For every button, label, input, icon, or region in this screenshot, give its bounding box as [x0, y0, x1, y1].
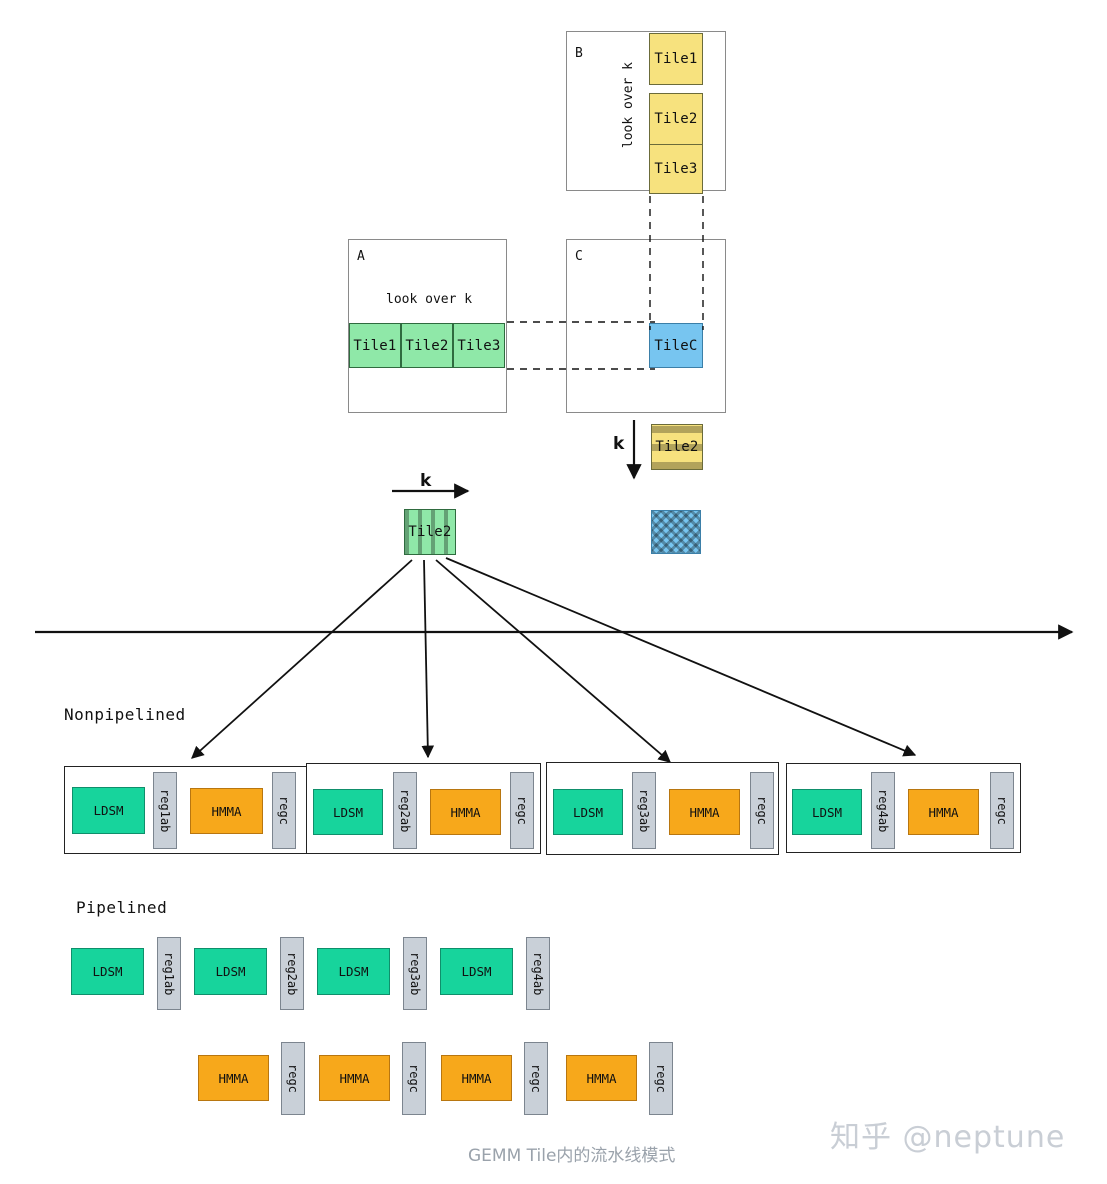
focus-tile-b: Tile2 — [651, 424, 703, 470]
pipelined-ldsm-3: LDSM — [317, 948, 390, 995]
pipelined-regab-1: reg1ab — [157, 937, 181, 1010]
pipelined-regab-2: reg2ab — [280, 937, 304, 1010]
nonpipelined-hmma-2: HMMA — [430, 789, 501, 835]
nonpipelined-regab-1: reg1ab — [153, 772, 177, 849]
nonpipelined-regab-4-label: reg4ab — [876, 788, 890, 833]
pipelined-hmma-3: HMMA — [441, 1055, 512, 1101]
matrix-c-label: C — [575, 249, 583, 264]
nonpipelined-ldsm-3: LDSM — [553, 789, 623, 835]
pipelined-regab-1-label: reg1ab — [162, 951, 176, 996]
matrix-a-tile-3: Tile3 — [453, 323, 505, 368]
pipelined-regc-1-label: regc — [286, 1064, 300, 1093]
pipelined-ldsm-2: LDSM — [194, 948, 267, 995]
pipelined-regc-4: regc — [649, 1042, 673, 1115]
pipelined-regab-2-label: reg2ab — [285, 951, 299, 996]
matrix-b-tile-1: Tile1 — [649, 33, 703, 85]
pipelined-regc-2: regc — [402, 1042, 426, 1115]
nonpipelined-hmma-1: HMMA — [190, 788, 263, 834]
nonpipelined-ldsm-2: LDSM — [313, 789, 383, 835]
matrix-b-axis-label: look over k — [621, 62, 636, 149]
figure-caption: GEMM Tile内的流水线模式 — [468, 1146, 676, 1166]
nonpipelined-hmma-4: HMMA — [908, 789, 979, 835]
nonpipelined-ldsm-4: LDSM — [792, 789, 862, 835]
nonpipelined-regab-1-label: reg1ab — [158, 788, 172, 833]
nonpipelined-regab-4: reg4ab — [871, 772, 895, 849]
nonpipelined-regab-3-label: reg3ab — [637, 788, 651, 833]
pipelined-regc-1: regc — [281, 1042, 305, 1115]
k-label-horizontal: k — [420, 471, 432, 491]
pipelined-regab-3-label: reg3ab — [408, 951, 422, 996]
matrix-b-tile-2: Tile2 — [649, 93, 703, 145]
focus-tile-a: Tile2 — [404, 509, 456, 555]
pipelined-regc-3-label: regc — [529, 1064, 543, 1093]
pipelined-regc-3: regc — [524, 1042, 548, 1115]
pipelined-regab-4-label: reg4ab — [531, 951, 545, 996]
matrix-b-tile-3: Tile3 — [649, 144, 703, 194]
pipelined-regab-4: reg4ab — [526, 937, 550, 1010]
focus-tile-c — [651, 510, 701, 554]
nonpipelined-regc-3: regc — [750, 772, 774, 849]
nonpipelined-regc-4-label: regc — [995, 796, 1009, 825]
pipelined-hmma-4: HMMA — [566, 1055, 637, 1101]
pipelined-regab-3: reg3ab — [403, 937, 427, 1010]
matrix-c-tile: TileC — [649, 323, 703, 368]
nonpipelined-regab-2-label: reg2ab — [398, 788, 412, 833]
matrix-a-axis-label: look over k — [386, 292, 473, 307]
k-label-vertical: k — [613, 434, 625, 454]
matrix-a-label: A — [357, 249, 365, 264]
nonpipelined-title: Nonpipelined — [64, 705, 186, 724]
nonpipelined-regc-1-label: regc — [277, 796, 291, 825]
pipelined-ldsm-1: LDSM — [71, 948, 144, 995]
pipelined-regc-4-label: regc — [654, 1064, 668, 1093]
watermark: 知乎 @neptune — [830, 1120, 1066, 1155]
nonpipelined-regc-2-label: regc — [515, 796, 529, 825]
pipelined-title: Pipelined — [76, 898, 168, 917]
pipelined-hmma-1: HMMA — [198, 1055, 269, 1101]
nonpipelined-regc-2: regc — [510, 772, 534, 849]
matrix-b-label: B — [575, 46, 583, 61]
nonpipelined-regc-4: regc — [990, 772, 1014, 849]
nonpipelined-regc-1: regc — [272, 772, 296, 849]
matrix-a-tile-1: Tile1 — [349, 323, 401, 368]
nonpipelined-regab-3: reg3ab — [632, 772, 656, 849]
matrix-a-tile-2: Tile2 — [401, 323, 453, 368]
nonpipelined-regc-3-label: regc — [755, 796, 769, 825]
nonpipelined-regab-2: reg2ab — [393, 772, 417, 849]
pipelined-ldsm-4: LDSM — [440, 948, 513, 995]
pipelined-hmma-2: HMMA — [319, 1055, 390, 1101]
nonpipelined-hmma-3: HMMA — [669, 789, 740, 835]
pipelined-regc-2-label: regc — [407, 1064, 421, 1093]
nonpipelined-ldsm-1: LDSM — [72, 787, 145, 834]
